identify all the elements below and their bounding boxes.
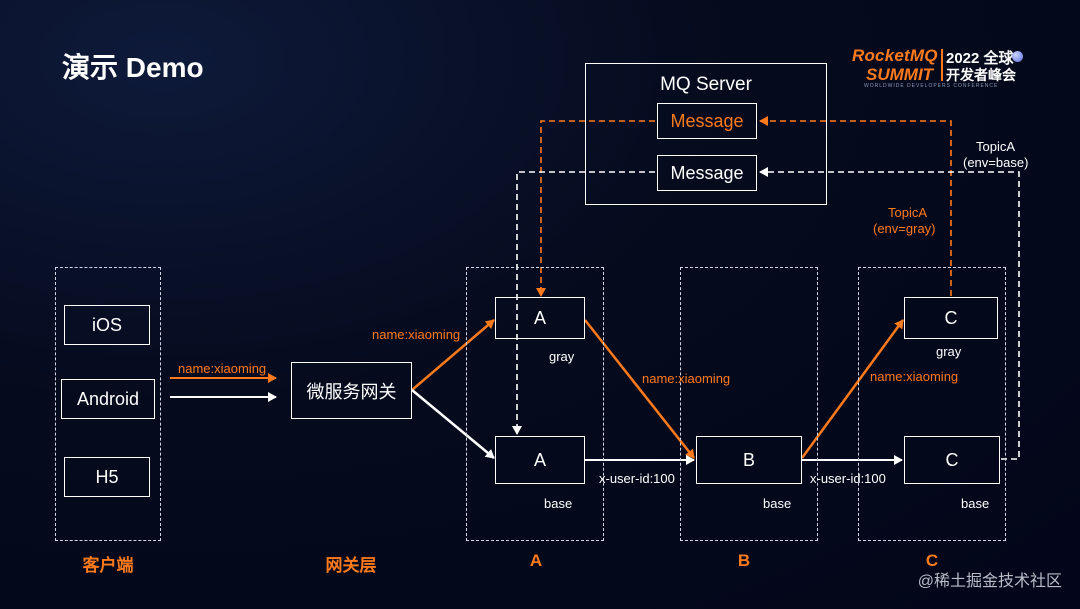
service-b-group: [680, 267, 818, 541]
edge-label-client-gateway: name:xiaoming: [178, 361, 267, 376]
service-c-group: [858, 267, 1006, 541]
topic-gray-label-line2: (env=gray): [873, 221, 936, 236]
mq-message-base: Message: [657, 155, 757, 191]
edge-label-gateway-a: name:xiaoming: [372, 327, 461, 342]
edge-label-b-c: name:xiaoming: [870, 369, 959, 384]
arrow-c-gray-mq-message-gray: [759, 116, 952, 296]
section-label-b: B: [737, 551, 751, 570]
arrow-mq-message-base-a-base: [512, 171, 655, 435]
arrow-c-base-mq-message-base: [759, 167, 1020, 460]
client-group: [55, 267, 161, 541]
logo-tagline: WORLDWIDE DEVELOPERS CONFERENCE: [864, 83, 999, 89]
planet-icon: [1012, 51, 1023, 62]
service-c-gray: C: [904, 297, 998, 339]
topic-base-label-line2: (env=base): [963, 155, 1029, 170]
edge-label-a-base-b: x-user-id:100: [599, 471, 675, 486]
gateway-box: 微服务网关: [291, 362, 412, 419]
service-c-gray-tag: gray: [936, 344, 962, 359]
service-a-gray: A: [495, 297, 585, 339]
arrow-gateway-a-base: [411, 389, 495, 459]
topic-base-label-line1: TopicA: [976, 139, 1016, 154]
service-a-base-tag: base: [544, 496, 573, 511]
section-label-client: 客户端: [82, 556, 134, 575]
client-ios: iOS: [64, 305, 150, 345]
service-a-base: A: [495, 436, 585, 484]
client-android: Android: [61, 379, 155, 419]
arrow-mq-message-gray-a-gray: [536, 120, 655, 297]
section-label-gateway: 网关层: [325, 556, 377, 575]
logo-subtitle: 开发者峰会: [946, 67, 1016, 83]
service-a-group: [466, 267, 604, 541]
service-a-gray-tag: gray: [549, 349, 575, 364]
edge-label-a-b: name:xiaoming: [642, 371, 731, 386]
logo-year-title: 2022 全球: [946, 50, 1014, 67]
logo-line2: SUMMIT: [866, 65, 934, 84]
section-label-c: C: [925, 551, 939, 570]
mq-message-gray: Message: [657, 103, 757, 139]
service-c-base-tag: base: [961, 496, 990, 511]
service-b-base: B: [696, 436, 802, 484]
logo-line1: RocketMQ: [852, 46, 938, 65]
service-b-base-tag: base: [763, 496, 792, 511]
section-label-a: A: [529, 551, 543, 570]
mq-server-title: MQ Server: [660, 74, 752, 95]
mq-server-box: [585, 63, 827, 205]
arrow-b-c-gray: [800, 319, 905, 459]
logo-separator: [941, 49, 943, 81]
watermark: @稀土掘金技术社区: [917, 573, 1062, 590]
topic-gray-label-line1: TopicA: [888, 205, 928, 220]
page-title: 演示 Demo: [62, 52, 204, 83]
edge-label-b-c-base: x-user-id:100: [810, 471, 886, 486]
rocketmq-summit-logo: RocketMQ SUMMIT 2022 全球 开发者峰会 WORLDWIDE …: [852, 46, 1032, 92]
client-h5: H5: [64, 457, 150, 497]
arrow-gateway-a-gray: [411, 319, 495, 391]
service-c-base: C: [904, 436, 1000, 484]
